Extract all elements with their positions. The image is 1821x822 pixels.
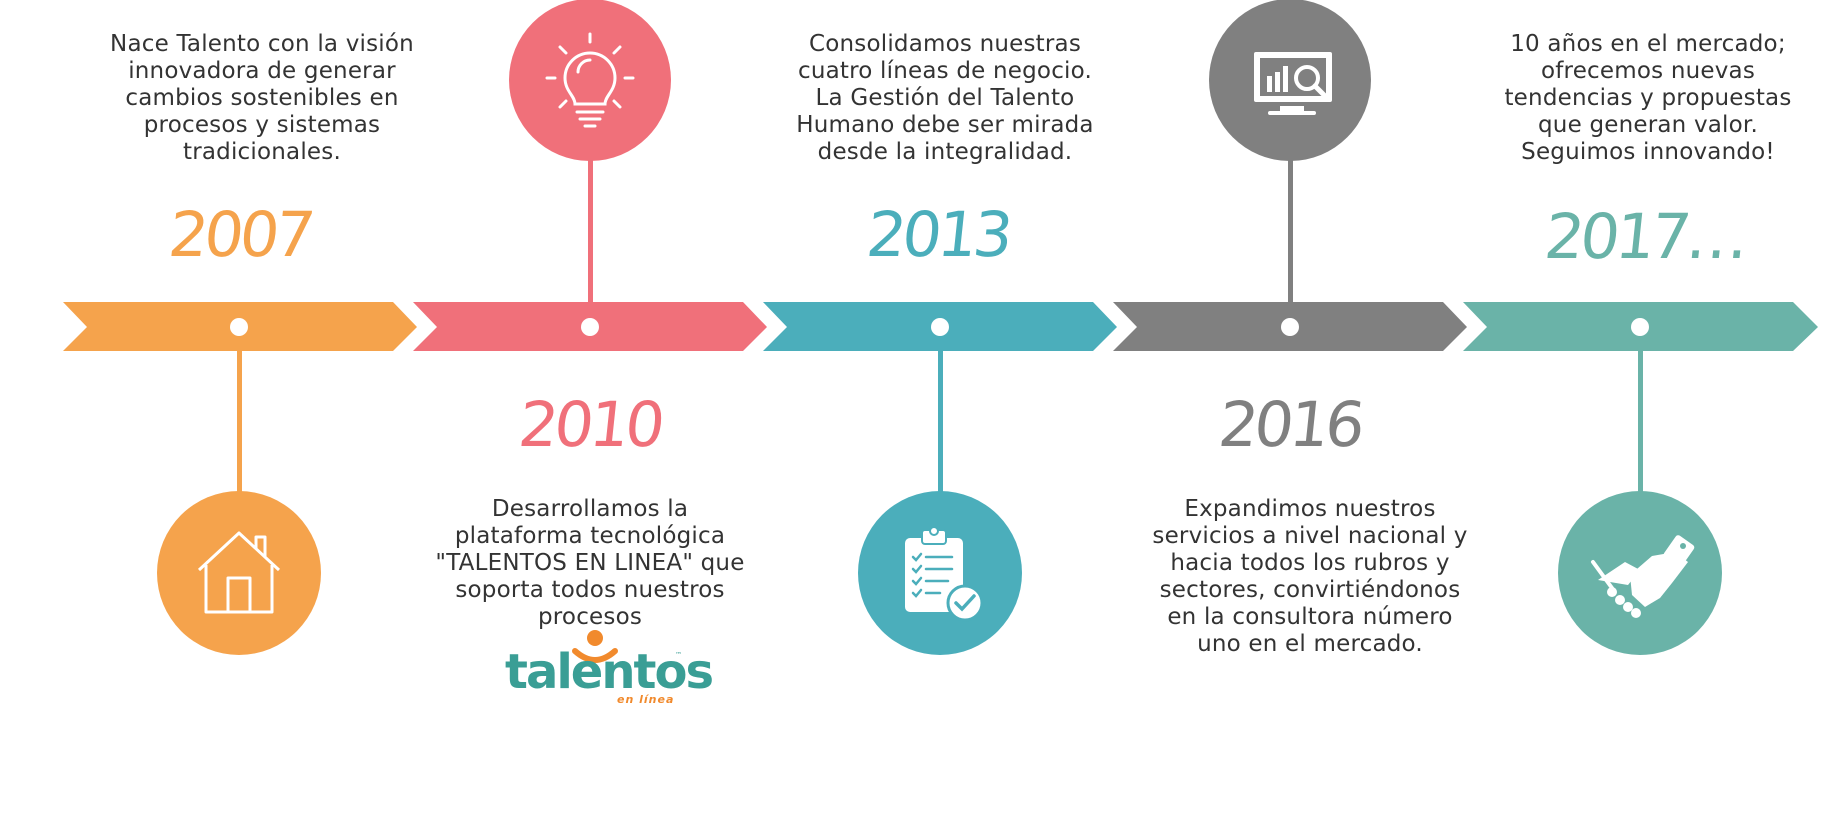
milestone-2013-description: Consolidamos nuestras cuatro líneas de n… <box>796 31 1094 165</box>
icon-circle-2007 <box>157 491 321 655</box>
handshake-icon <box>1591 535 1695 618</box>
icon-circle-2010 <box>509 0 671 161</box>
timeline-dot-2016 <box>1281 318 1299 336</box>
logo-tagline: en línea <box>617 693 675 706</box>
milestone-2010-year: 2010 <box>515 388 665 461</box>
clipboard-checklist-icon <box>905 526 984 622</box>
milestone-2016-description: Expandimos nuestros servicios a nivel na… <box>1152 496 1468 657</box>
milestone-2013-year: 2013 <box>863 198 1013 271</box>
stem-2017 <box>1638 327 1643 495</box>
house-icon <box>197 531 281 614</box>
stem-2013 <box>938 327 943 495</box>
milestone-2016-year: 2016 <box>1215 388 1365 461</box>
milestone-2007-year: 2007 <box>165 198 315 271</box>
logo-brand-text: talentos <box>505 644 714 700</box>
milestone-2017-description: 10 años en el mercado; ofrecemos nuevas … <box>1504 31 1792 165</box>
stem-2010 <box>588 150 593 327</box>
talentos-logo: talentos ™ en línea <box>505 625 714 706</box>
logo-trademark: ™ <box>675 651 682 659</box>
timeline-dot-2010 <box>581 318 599 336</box>
milestone-2007-description: Nace Talento con la visión innovadora de… <box>110 31 414 165</box>
timeline-dot-2013 <box>931 318 949 336</box>
timeline-dot-2007 <box>230 318 248 336</box>
timeline-dot-2017 <box>1631 318 1649 336</box>
milestone-2010-description: Desarrollamos la plataforma tecnológica … <box>435 496 745 630</box>
monitor-analytics-icon <box>1254 52 1332 115</box>
lightbulb-icon <box>545 32 635 128</box>
stem-2016 <box>1288 150 1293 327</box>
milestone-2017-year: 2017… <box>1541 200 1749 273</box>
logo-figure-icon <box>572 630 618 663</box>
stem-2007 <box>237 327 242 495</box>
